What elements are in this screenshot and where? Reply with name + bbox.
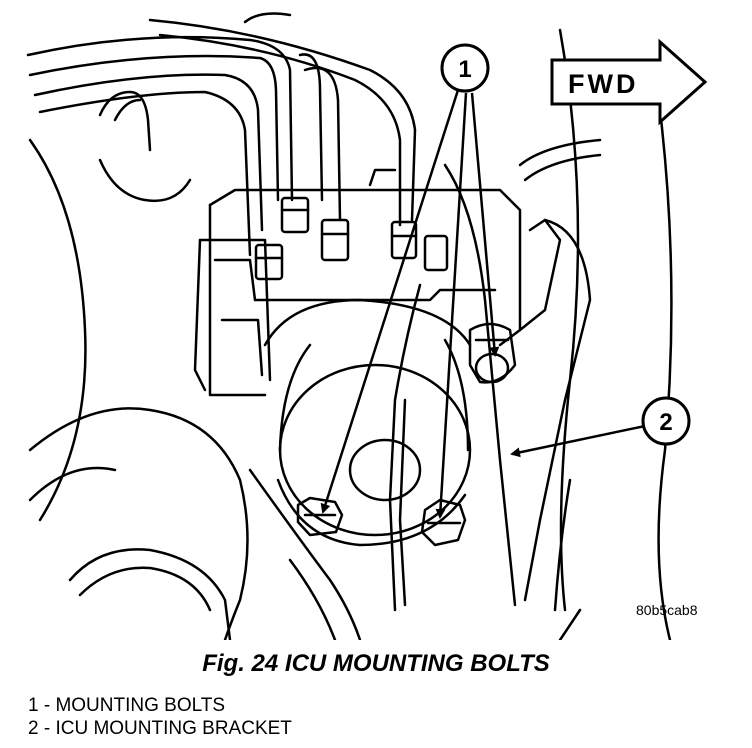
callout-2: 2: [510, 396, 691, 458]
legend-item-icu-mounting-bracket: 2 - ICU MOUNTING BRACKET: [28, 718, 292, 739]
leader-to-center-bolt: [435, 92, 468, 519]
pump-motor: [263, 298, 472, 547]
engine-outline: [248, 468, 362, 640]
mounting-bolt-left: [296, 496, 344, 537]
callout-2-number: 2: [659, 409, 672, 436]
hcu-body: [193, 168, 522, 397]
legend: 1 - MOUNTING BOLTS 2 - ICU MOUNTING BRAC…: [28, 694, 292, 740]
leader-to-bracket: [510, 424, 646, 458]
brake-lines: [26, 12, 602, 257]
fwd-label: FWD: [568, 69, 638, 99]
leader-to-left-bolt: [320, 89, 460, 514]
mounting-bolt-center: [420, 498, 467, 547]
icu-mounting-bracket: [388, 163, 592, 612]
leader-to-right-bolt: [470, 92, 500, 357]
callout-1-circle: [440, 43, 490, 93]
figure-caption: Fig. 24 ICU MOUNTING BOLTS: [202, 650, 550, 677]
legend-item-mounting-bolts: 1 - MOUNTING BOLTS: [28, 695, 226, 716]
icu-mounting-illustration: FWD 1 2: [26, 12, 708, 640]
forward-arrow: FWD: [550, 38, 708, 126]
hose-left: [28, 138, 249, 640]
frame-rail: [553, 28, 673, 640]
callout-1: 1: [320, 43, 500, 519]
callout-2-circle: [641, 396, 691, 446]
figure-reference-code: 80b5cab8: [636, 602, 698, 618]
callout-1-number: 1: [458, 56, 471, 83]
